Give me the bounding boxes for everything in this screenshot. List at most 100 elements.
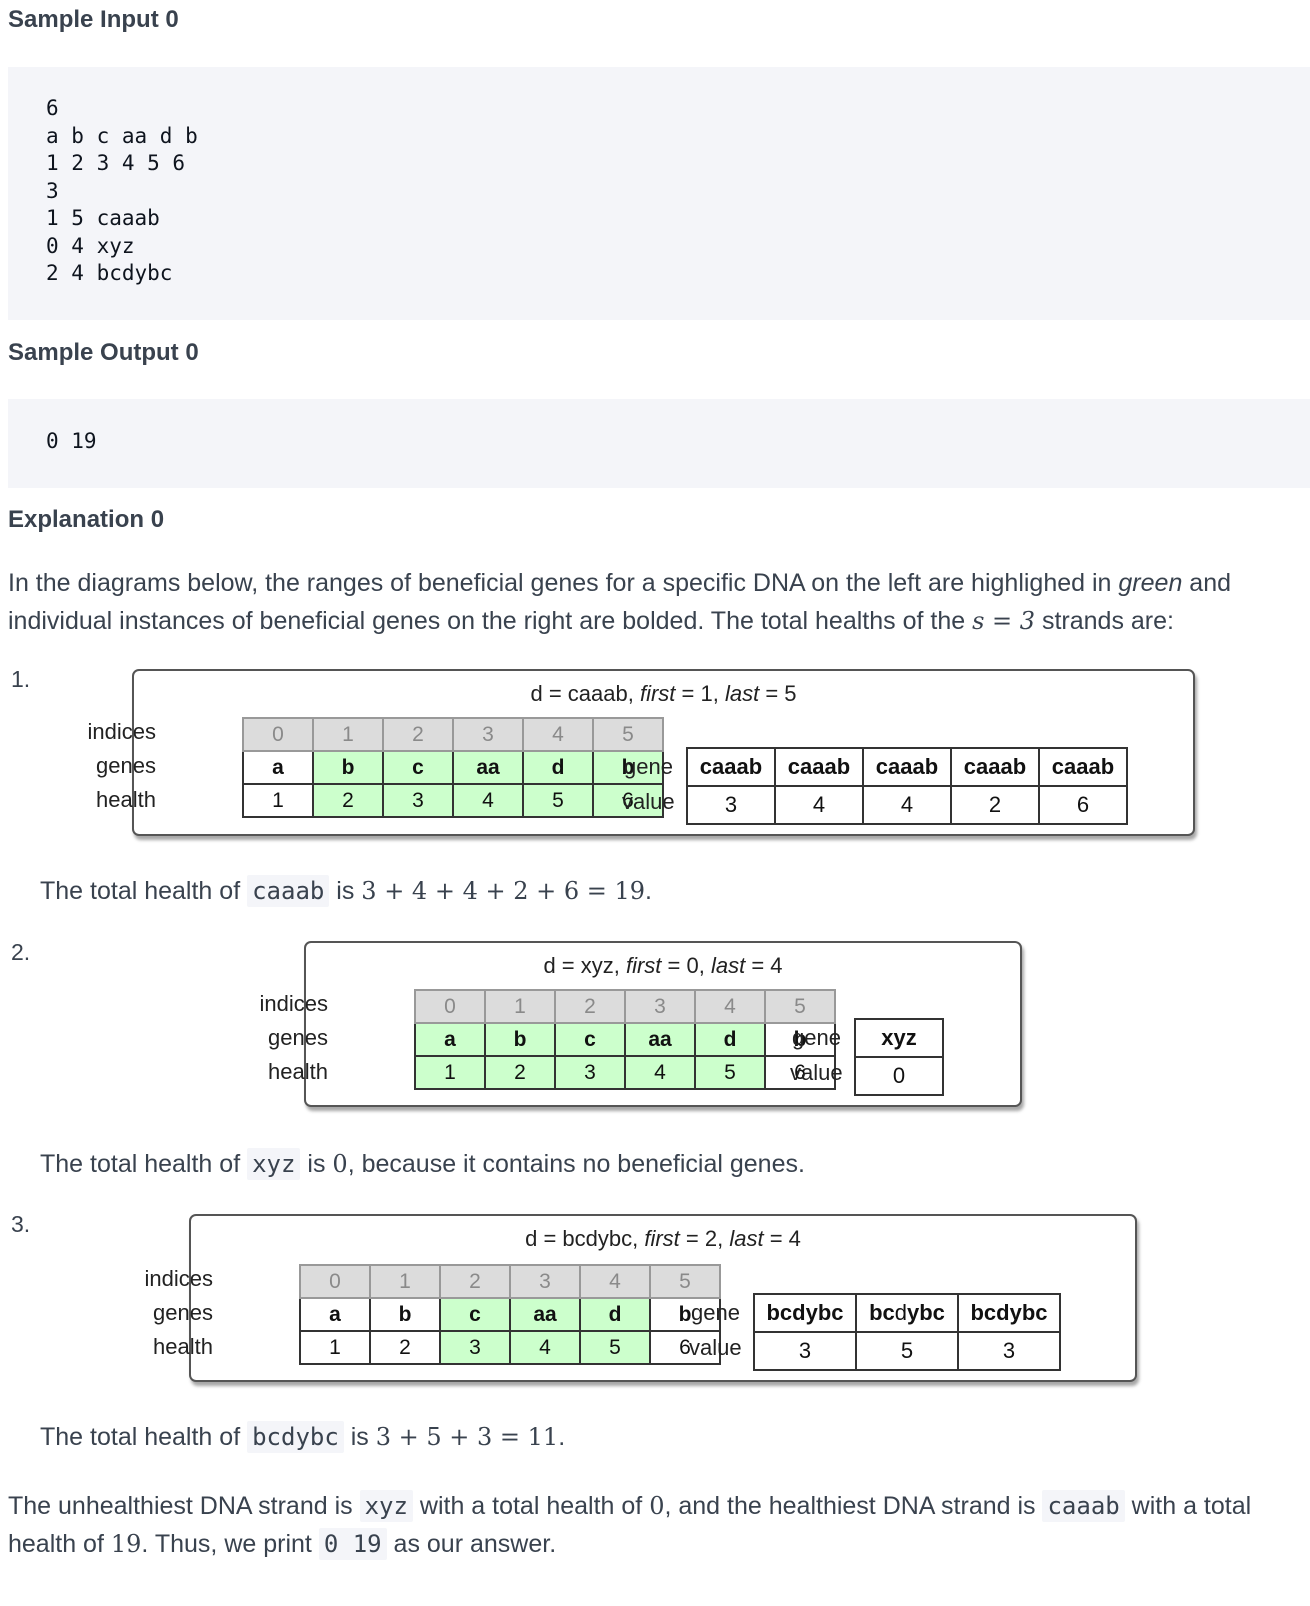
grid-cell-health: 6	[764, 1055, 836, 1090]
grid-cell-genes: d	[694, 1022, 766, 1057]
gene-match-cell: caaab	[1038, 747, 1128, 787]
grid-cell-health: 4	[452, 783, 524, 818]
gene-match-cell: bcdybc	[957, 1293, 1061, 1333]
diagram-title: d = bcdybc, first = 2, last = 4	[525, 1226, 801, 1251]
grid-cell-health: 3	[439, 1330, 511, 1365]
code-line: a b c aa d b	[46, 123, 198, 148]
code-line: 0 4 xyz	[46, 233, 135, 258]
grid-cell-indices: 2	[554, 989, 626, 1024]
code-line: 2 4 bcdybc	[46, 261, 173, 285]
gene-value-cell: 0	[854, 1056, 944, 1096]
grid-cell-health: 2	[369, 1330, 441, 1365]
grid-cell-health: 3	[554, 1055, 626, 1090]
grid-cell-indices: 1	[369, 1264, 441, 1299]
health-label: health	[153, 1334, 213, 1359]
grid-cell-genes: b	[592, 750, 664, 785]
grid-cell-genes: a	[242, 750, 314, 785]
gene-value-cell: 3	[686, 785, 776, 825]
gene-value-cell: 2	[950, 785, 1040, 825]
indices-label: indices	[87, 719, 156, 744]
gene-value-cell: 3	[957, 1331, 1061, 1371]
gene-value-cell: 4	[862, 785, 952, 825]
grid-cell-indices: 1	[312, 717, 384, 752]
grid-cell-indices: 0	[299, 1264, 371, 1299]
grid-cell-indices: 5	[649, 1264, 721, 1299]
gene-match-cell: xyz	[854, 1018, 944, 1058]
gene-value-cell: 4	[774, 785, 864, 825]
grid-cell-indices: 3	[624, 989, 696, 1024]
grid-cell-indices: 2	[439, 1264, 511, 1299]
grid-cell-health: 5	[522, 783, 594, 818]
sample-output-text: 0 19	[46, 428, 1310, 456]
gene-match-cell: caaab	[862, 747, 952, 787]
sample-output-heading: Sample Output 0	[8, 339, 199, 366]
grid-cell-health: 2	[312, 783, 384, 818]
sample-input-text: 6 a b c aa d b 1 2 3 4 5 6 3 1 5 caaab 0…	[46, 95, 1310, 288]
grid-cell-genes: b	[764, 1022, 836, 1057]
code-line: 1 2 3 4 5 6	[46, 151, 186, 175]
grid-cell-health: 4	[509, 1330, 581, 1365]
code-line: 3	[46, 178, 59, 203]
genes-label: genes	[268, 1025, 328, 1050]
grid-cell-indices: 0	[414, 989, 486, 1024]
grid-cell-genes: b	[369, 1297, 441, 1332]
sample-output-code: 0 19	[8, 399, 1310, 488]
grid-cell-indices: 3	[452, 717, 524, 752]
case-3-summary: The total health of bcdybc is 3 + 5 + 3 …	[40, 1421, 566, 1453]
grid-cell-genes: aa	[624, 1022, 696, 1057]
value-label: value	[689, 1335, 742, 1360]
grid-cell-genes: b	[649, 1297, 721, 1332]
explanation-intro: In the diagrams below, the ranges of ben…	[8, 569, 1232, 635]
case-3-number: 3.	[11, 1211, 31, 1237]
grid-cell-health: 5	[694, 1055, 766, 1090]
code-line: 6	[46, 96, 59, 120]
case-2-summary: The total health of xyz is 0, because it…	[40, 1148, 805, 1180]
diagram-title: d = xyz, first = 0, last = 4	[543, 953, 783, 978]
grid-cell-indices: 1	[484, 989, 556, 1024]
conclusion-paragraph: The unhealthiest DNA strand is xyz with …	[8, 1490, 1252, 1560]
grid-cell-health: 6	[592, 783, 664, 818]
gene-value-cell: 6	[1038, 785, 1128, 825]
case-1-number: 1.	[11, 666, 31, 692]
indices-label: indices	[259, 991, 328, 1016]
case-2-number: 2.	[11, 939, 31, 965]
grid-cell-genes: a	[299, 1297, 371, 1332]
gene-match-cell: caaab	[950, 747, 1040, 787]
grid-cell-health: 5	[579, 1330, 651, 1365]
health-label: health	[268, 1059, 328, 1084]
code-line: 1 5 caaab	[46, 206, 160, 230]
value-label: value	[622, 789, 675, 814]
code-line: 0 19	[46, 429, 97, 453]
gene-label: gene	[624, 754, 673, 779]
grid-cell-indices: 5	[764, 989, 836, 1024]
value-label: value	[790, 1060, 843, 1085]
grid-cell-indices: 5	[592, 717, 664, 752]
grid-cell-genes: a	[414, 1022, 486, 1057]
grid-cell-health: 6	[649, 1330, 721, 1365]
indices-label: indices	[144, 1266, 213, 1291]
grid-cell-indices: 4	[522, 717, 594, 752]
grid-cell-genes: aa	[452, 750, 524, 785]
grid-cell-genes: b	[312, 750, 384, 785]
case-2-diagram: d = xyz, first = 0, last = 4 indices genes…	[260, 941, 1022, 1107]
gene-match-cell: caaab	[686, 747, 776, 787]
grid-cell-health: 4	[624, 1055, 696, 1090]
sample-input-heading: Sample Input 0	[8, 6, 179, 33]
grid-cell-genes: c	[382, 750, 454, 785]
case-3-diagram: d = bcdybc, first = 2, last = 4 indices ge…	[145, 1214, 1137, 1382]
gene-label: gene	[691, 1300, 740, 1325]
grid-cell-health: 3	[382, 783, 454, 818]
grid-cell-health: 2	[484, 1055, 556, 1090]
sample-input-code: 6 a b c aa d b 1 2 3 4 5 6 3 1 5 caaab 0…	[8, 67, 1310, 320]
grid-cell-genes: b	[484, 1022, 556, 1057]
grid-cell-health: 1	[414, 1055, 486, 1090]
health-label: health	[96, 787, 156, 812]
case-1-summary: The total health of caaab is 3 + 4 + 4 +…	[40, 875, 652, 907]
genes-label: genes	[153, 1300, 213, 1325]
